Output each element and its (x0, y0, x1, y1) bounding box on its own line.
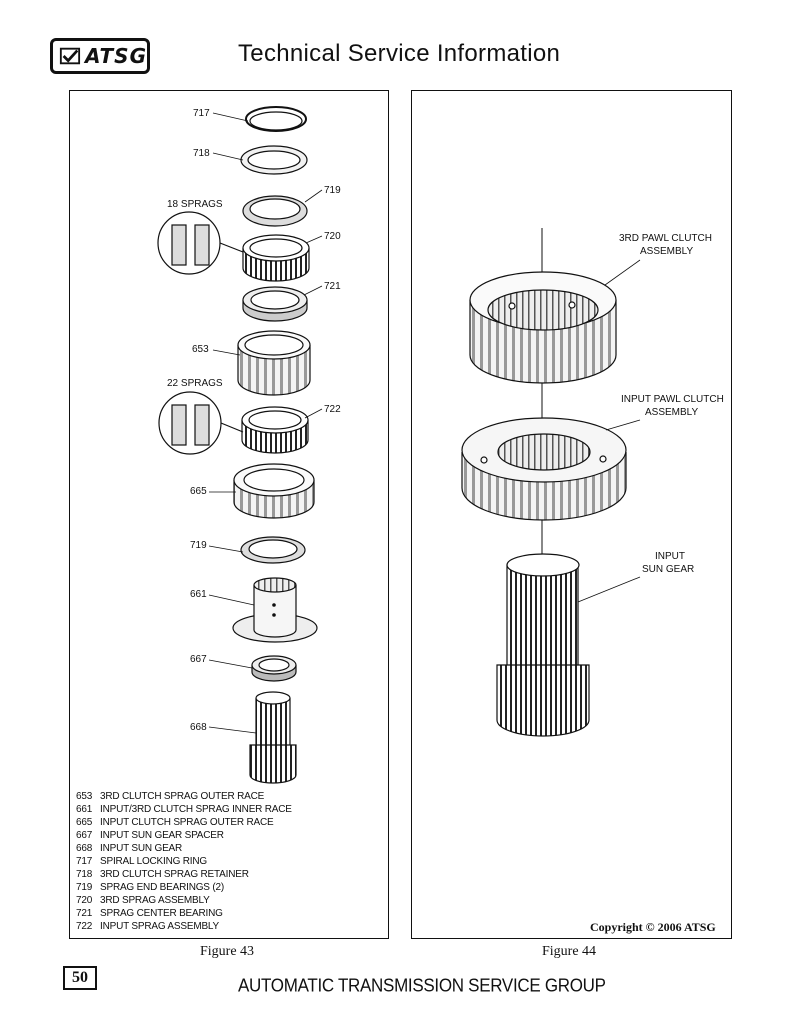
footer-text: AUTOMATIC TRANSMISSION SERVICE GROUP (238, 975, 606, 996)
callout-722: 722 (324, 404, 341, 415)
page-number: 50 (63, 966, 97, 990)
part-665-outer-race (233, 463, 315, 519)
legend-item: 721 SPRAG CENTER BEARING (76, 907, 292, 920)
legend-item: 717 SPIRAL LOCKING RING (76, 855, 292, 868)
legend-item-text: 3RD CLUTCH SPRAG RETAINER (100, 869, 249, 880)
legend-item: 661 INPUT/3RD CLUTCH SPRAG INNER RACE (76, 803, 292, 816)
legend-item-text: INPUT SPRAG ASSEMBLY (100, 921, 220, 932)
part-719-end-bearing-top (242, 195, 308, 227)
legend-item-text: SPRAG CENTER BEARING (100, 908, 223, 919)
legend-item-number: 668 (76, 843, 93, 854)
legend-item-number: 721 (76, 908, 93, 919)
legend-item-number: 720 (76, 895, 93, 906)
legend-item-text: 3RD SPRAG ASSEMBLY (100, 895, 210, 906)
page-title: Technical Service Information (238, 40, 561, 67)
callout-717: 717 (193, 108, 210, 119)
logo-text: ATSG (84, 44, 147, 68)
legend-item: 722 INPUT SPRAG ASSEMBLY (76, 920, 292, 933)
legend-item-text: SPRAG END BEARINGS (2) (100, 882, 224, 893)
legend-item-number: 719 (76, 882, 93, 893)
sprag-detail-22 (158, 391, 244, 455)
checkmark-logo-icon (59, 47, 81, 65)
figure-44-frame (411, 90, 732, 939)
legend-item-text: INPUT SUN GEAR SPACER (100, 830, 224, 841)
legend-item-number: 722 (76, 921, 93, 932)
part-721-center-bearing (242, 286, 308, 322)
legend-item-text: INPUT/3RD CLUTCH SPRAG INNER RACE (100, 804, 292, 815)
callout-720: 720 (324, 231, 341, 242)
part-653-outer-race (237, 330, 311, 396)
legend-item-text: INPUT CLUTCH SPRAG OUTER RACE (100, 817, 274, 828)
callout-718: 718 (193, 148, 210, 159)
legend-item-number: 661 (76, 804, 93, 815)
callout-661: 661 (190, 589, 207, 600)
label-3rd-pawl-line1: 3RD PAWL CLUTCH (619, 233, 712, 244)
callout-721: 721 (324, 281, 341, 292)
legend-item-number: 667 (76, 830, 93, 841)
legend-item: 665 INPUT CLUTCH SPRAG OUTER RACE (76, 816, 292, 829)
part-719-end-bearing-bottom (240, 536, 306, 564)
label-input-sun-line2: SUN GEAR (642, 564, 694, 575)
legend-item-number: 653 (76, 791, 93, 802)
legend-item-text: 3RD CLUTCH SPRAG OUTER RACE (100, 791, 265, 802)
legend-item: 719 SPRAG END BEARINGS (2) (76, 881, 292, 894)
figure-43-frame (69, 90, 389, 939)
legend-item: 718 3RD CLUTCH SPRAG RETAINER (76, 868, 292, 881)
part-input-sun-gear (496, 553, 590, 737)
legend-item-text: SPIRAL LOCKING RING (100, 856, 207, 867)
label-18-sprags: 18 SPRAGS (167, 199, 223, 210)
legend-item-text: INPUT SUN GEAR (100, 843, 183, 854)
legend-item-number: 718 (76, 869, 93, 880)
callout-719-top: 719 (324, 185, 341, 196)
label-input-pawl-line2: ASSEMBLY (645, 407, 698, 418)
part-722-input-sprag (241, 406, 309, 454)
label-22-sprags: 22 SPRAGS (167, 378, 223, 389)
figure-44-caption: Figure 44 (542, 944, 597, 959)
label-input-pawl-line1: INPUT PAWL CLUTCH (621, 394, 724, 405)
callout-653: 653 (192, 344, 209, 355)
part-3rd-pawl-clutch (469, 271, 617, 384)
copyright-notice: Copyright © 2006 ATSG (590, 920, 716, 934)
label-3rd-pawl-line2: ASSEMBLY (640, 246, 693, 257)
callout-667: 667 (190, 654, 207, 665)
part-668-input-sun-gear (249, 691, 297, 784)
legend-item: 667 INPUT SUN GEAR SPACER (76, 829, 292, 842)
callout-719-bottom: 719 (190, 540, 207, 551)
leader-lines-43 (208, 112, 323, 734)
part-667-sun-gear-spacer (251, 655, 297, 682)
label-input-sun-line1: INPUT (655, 551, 685, 562)
part-661-inner-race (232, 577, 318, 643)
legend-item: 668 INPUT SUN GEAR (76, 842, 292, 855)
part-input-pawl-clutch (461, 417, 627, 521)
legend-item: 653 3RD CLUTCH SPRAG OUTER RACE (76, 790, 292, 803)
callout-665: 665 (190, 486, 207, 497)
part-717-spiral-locking-ring (245, 106, 307, 132)
leader-lines-44 (577, 259, 641, 603)
parts-legend: 653 3RD CLUTCH SPRAG OUTER RACE 661 INPUT/3… (76, 790, 292, 933)
figure-43-caption: Figure 43 (200, 944, 255, 959)
part-718-retainer (240, 145, 308, 175)
legend-item-number: 717 (76, 856, 93, 867)
callout-668: 668 (190, 722, 207, 733)
sprag-detail-18 (157, 211, 244, 275)
part-720-3rd-sprag (242, 234, 310, 282)
atsg-logo: ATSG (50, 38, 150, 74)
legend-item-number: 665 (76, 817, 93, 828)
legend-item: 720 3RD SPRAG ASSEMBLY (76, 894, 292, 907)
